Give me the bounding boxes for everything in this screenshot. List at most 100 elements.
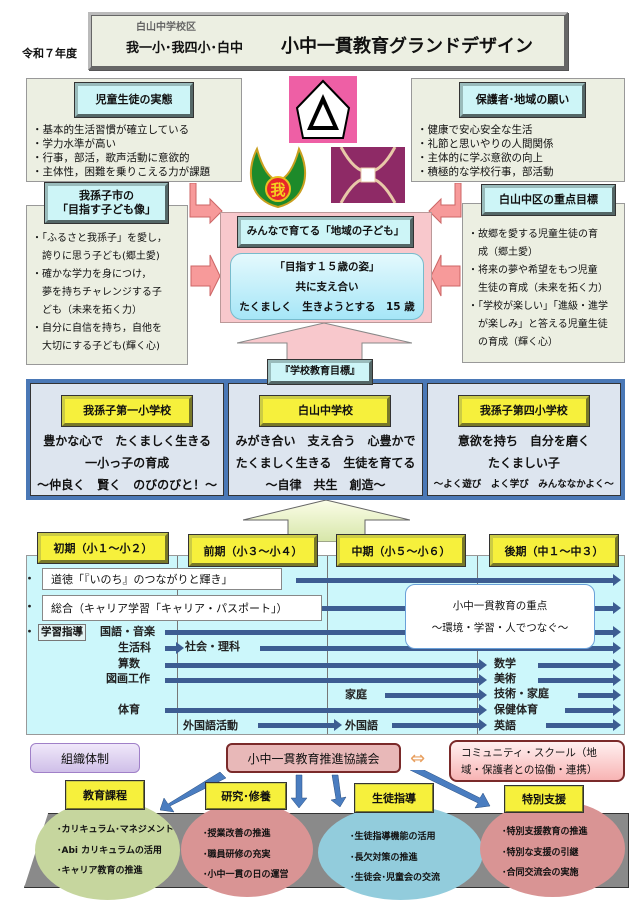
arrow-line xyxy=(165,626,621,638)
council-box: 小中一貫教育推進協議会 xyxy=(226,743,401,773)
phase-late: 後期（中１～中３） xyxy=(489,534,619,567)
arrow-line xyxy=(565,704,621,716)
list-item: ・基本的生活習慣が確立している xyxy=(32,124,190,136)
list-item: ・行事，部活，歌声活動に意欲的 xyxy=(32,152,190,164)
arrow-line xyxy=(258,719,342,731)
subject-health-pe: 保健体育 xyxy=(494,703,538,716)
moral-box: 道徳「『いのち』のつながりと輝き」 xyxy=(42,568,282,590)
list-item: ・積極的な学校行事，部活動 xyxy=(417,166,554,178)
bullet: ・ xyxy=(24,625,35,638)
list-item: ･生徒指導機能の活用 xyxy=(350,832,436,842)
list-item: 大切にする子ども(輝く心) xyxy=(32,341,160,352)
list-item: ども（未来を拓く力） xyxy=(32,305,142,316)
ideal-line: 共に支え合い xyxy=(295,281,359,293)
school-panel: 我孫子第一小学校 豊かな心で たくましく生きる 一小っ子の育成 ～仲良く 賢く … xyxy=(30,383,225,496)
list-item: ・「学校が楽しい」「進級・進学 xyxy=(468,301,608,312)
school-panel: 我孫子第四小学校 意欲を持ち 自分を磨く たくましい子 ～よく遊び よく学び み… xyxy=(426,383,621,496)
group-guidance: ･生徒指導機能の活用 ･長欠対策の推進 ･生徒会･児童会の交流 xyxy=(318,805,483,900)
subject-art: 美術 xyxy=(494,672,516,685)
school-goals-band: 我孫子第一小学校 豊かな心で たくましく生きる 一小っ子の育成 ～仲良く 賢く … xyxy=(26,379,625,500)
group-label-special: 特別支援 xyxy=(504,785,584,813)
subject-english: 英語 xyxy=(494,719,516,732)
district-goals-label: 白山中区の重点目標 xyxy=(481,184,616,216)
label-line: 我孫子市の xyxy=(79,189,134,203)
list-item: 成（郷土愛） xyxy=(468,247,538,258)
bullet: ・ xyxy=(24,572,35,585)
subject-fl: 外国語 xyxy=(345,719,378,732)
current-state-panel: 児童生徒の実態 ・基本的生活習慣が確立している ・学力水準が高い ・行事，部活，… xyxy=(26,78,242,182)
arrow-line xyxy=(296,574,621,586)
list-item: が楽しみ」と答える児童生徒 xyxy=(468,319,608,330)
group-special-support: ･特別支援教育の推進 ･特別な支援の引継 ･合同交流会の実施 xyxy=(480,800,625,897)
arrow-icon xyxy=(190,254,221,297)
school-goal-line: 意欲を持ち 自分を磨く xyxy=(457,434,590,448)
school-goal-line: たくましい子 xyxy=(487,456,560,470)
schools-label: 我一小･我四小･白中 xyxy=(126,41,244,56)
subject-tech-home: 技術・家庭 xyxy=(494,687,549,700)
arrow-line xyxy=(546,719,621,731)
group-label-guidance: 生徒指導 xyxy=(354,783,434,813)
subject-life: 生活科 xyxy=(118,641,151,654)
svg-text:我: 我 xyxy=(270,181,285,199)
ideal-15-box: 「目指す１５歳の姿」 共に支え合い たくましく 生きようとする 15 歳 xyxy=(230,253,424,320)
list-item: ･職員研修の充実 xyxy=(203,849,271,860)
current-state-list: ・基本的生活習慣が確立している ・学力水準が高い ・行事，部活，歌声活動に意欲的… xyxy=(32,123,210,179)
parents-wishes-list: ・健康で安心安全な生活 ・礼節と思いやりの人間関係 ・主体的に学ぶ意欲の向上 ・… xyxy=(417,123,554,179)
ideal-title: 「目指す１５歳の姿」 xyxy=(274,261,380,273)
bullet: ・ xyxy=(24,600,35,613)
list-item: ・礼節と思いやりの人間関係 xyxy=(417,138,554,150)
school-panel: 白山中学校 みがき合い 支え合う 心豊かで たくましく生きる 生徒を育てる ～自… xyxy=(228,383,423,496)
center-box: みんなで育てる「地域の子ども」 「目指す１５歳の姿」 共に支え合い たくましく … xyxy=(220,212,432,323)
subject-social-science: 社会・理科 xyxy=(185,640,240,653)
list-item: ・主体的に学ぶ意欲の向上 xyxy=(417,152,543,164)
group-label-curriculum: 教育課程 xyxy=(65,780,145,810)
list-item: ･特別な支援の引継 xyxy=(502,847,579,858)
study-guidance-label: 学習指導 xyxy=(38,624,86,641)
parents-wishes-panel: 保護者･地域の願い ・健康で安心安全な生活 ・礼節と思いやりの人間関係 ・主体的… xyxy=(411,78,625,182)
list-item: ・健康で安心安全な生活 xyxy=(417,124,533,136)
community-school-box: コミュニティ・スクール（地域・保護者との協働・連携） xyxy=(449,740,625,782)
label-line: 「目指す子ども像」 xyxy=(57,203,156,216)
school-emblem-purple xyxy=(331,146,405,204)
list-item: の育成（輝く心） xyxy=(468,337,558,348)
group-label-research: 研究･修養 xyxy=(205,782,287,810)
list-item: ・自分に自信を持ち，自他を xyxy=(32,323,162,334)
list-item: 生徒の育成（未来を拓く力） xyxy=(468,283,608,294)
arrow-line xyxy=(165,642,184,654)
list-item: ･カリキュラム･マネジメント xyxy=(57,825,174,835)
arrow-line xyxy=(165,704,487,716)
list-item: ･合同交流会の実施 xyxy=(502,868,579,879)
subject-fl-activity: 外国語活動 xyxy=(183,719,238,732)
group-curriculum: ･カリキュラム･マネジメント ･Abi カリキュラムの活用 ･キャリア教育の推進 xyxy=(35,800,180,900)
list-item: 夢を持ちチャレンジする子 xyxy=(32,287,162,298)
district-goals-list: ・故郷を愛する児童生徒の育 成（郷土愛） ・将来の夢や希望をもつ児童 生徒の育成… xyxy=(468,226,608,352)
school-goal-line: ～よく遊び よく学び みんななかよく～ xyxy=(433,479,614,490)
center-label: みんなで育てる「地域の子ども」 xyxy=(237,216,414,248)
arrow-line xyxy=(385,689,487,701)
council-arrows xyxy=(160,770,491,813)
school-name: 我孫子第一小学校 xyxy=(61,395,194,427)
list-item: ･キャリア教育の推進 xyxy=(57,866,143,877)
focus-box: 小中一貫教育の重点 ～環境・学習・人でつなぐ～ xyxy=(405,584,595,649)
city-ideal-label: 我孫子市の 「目指す子ども像」 xyxy=(44,182,169,224)
list-item: ･特別支援教育の推進 xyxy=(502,827,588,837)
city-ideal-list: ・「ふるさと我孫子」を愛し， 誇りに思う子ども(郷土愛) ・確かな学力を身につけ… xyxy=(32,230,167,356)
list-item: ・将来の夢や希望をもつ児童 xyxy=(468,265,598,276)
subject-pe: 体育 xyxy=(118,703,140,716)
school-goal-line: たくましく生きる 生徒を育てる xyxy=(235,456,416,470)
arrow-line xyxy=(578,689,621,701)
school-goal-line: ～仲良く 賢く のびのびと！～ xyxy=(37,478,218,492)
page-title: 小中一貫教育グランドデザイン xyxy=(281,36,533,57)
phase-middle: 中期（小５～小６） xyxy=(336,534,466,567)
phase-early: 初期（小１～小２） xyxy=(37,532,169,564)
school-goal-line: 豊かな心で たくましく生きる xyxy=(43,434,212,448)
subject-math: 数学 xyxy=(494,657,516,670)
school-emblem-pink xyxy=(289,76,357,143)
current-state-label: 児童生徒の実態 xyxy=(74,82,194,118)
school-goal-line: みがき合い 支え合う 心豊かで xyxy=(235,434,416,448)
city-ideal-panel: ・「ふるさと我孫子」を愛し， 誇りに思う子ども(郷土愛) ・確かな学力を身につけ… xyxy=(26,205,188,365)
double-arrow-icon: ⇔ xyxy=(410,748,426,769)
school-emblem-green: 我 xyxy=(245,145,311,209)
list-item: ・主体性，困難を乗りこえる力が課題 xyxy=(32,166,211,178)
arrow-line xyxy=(165,674,487,686)
